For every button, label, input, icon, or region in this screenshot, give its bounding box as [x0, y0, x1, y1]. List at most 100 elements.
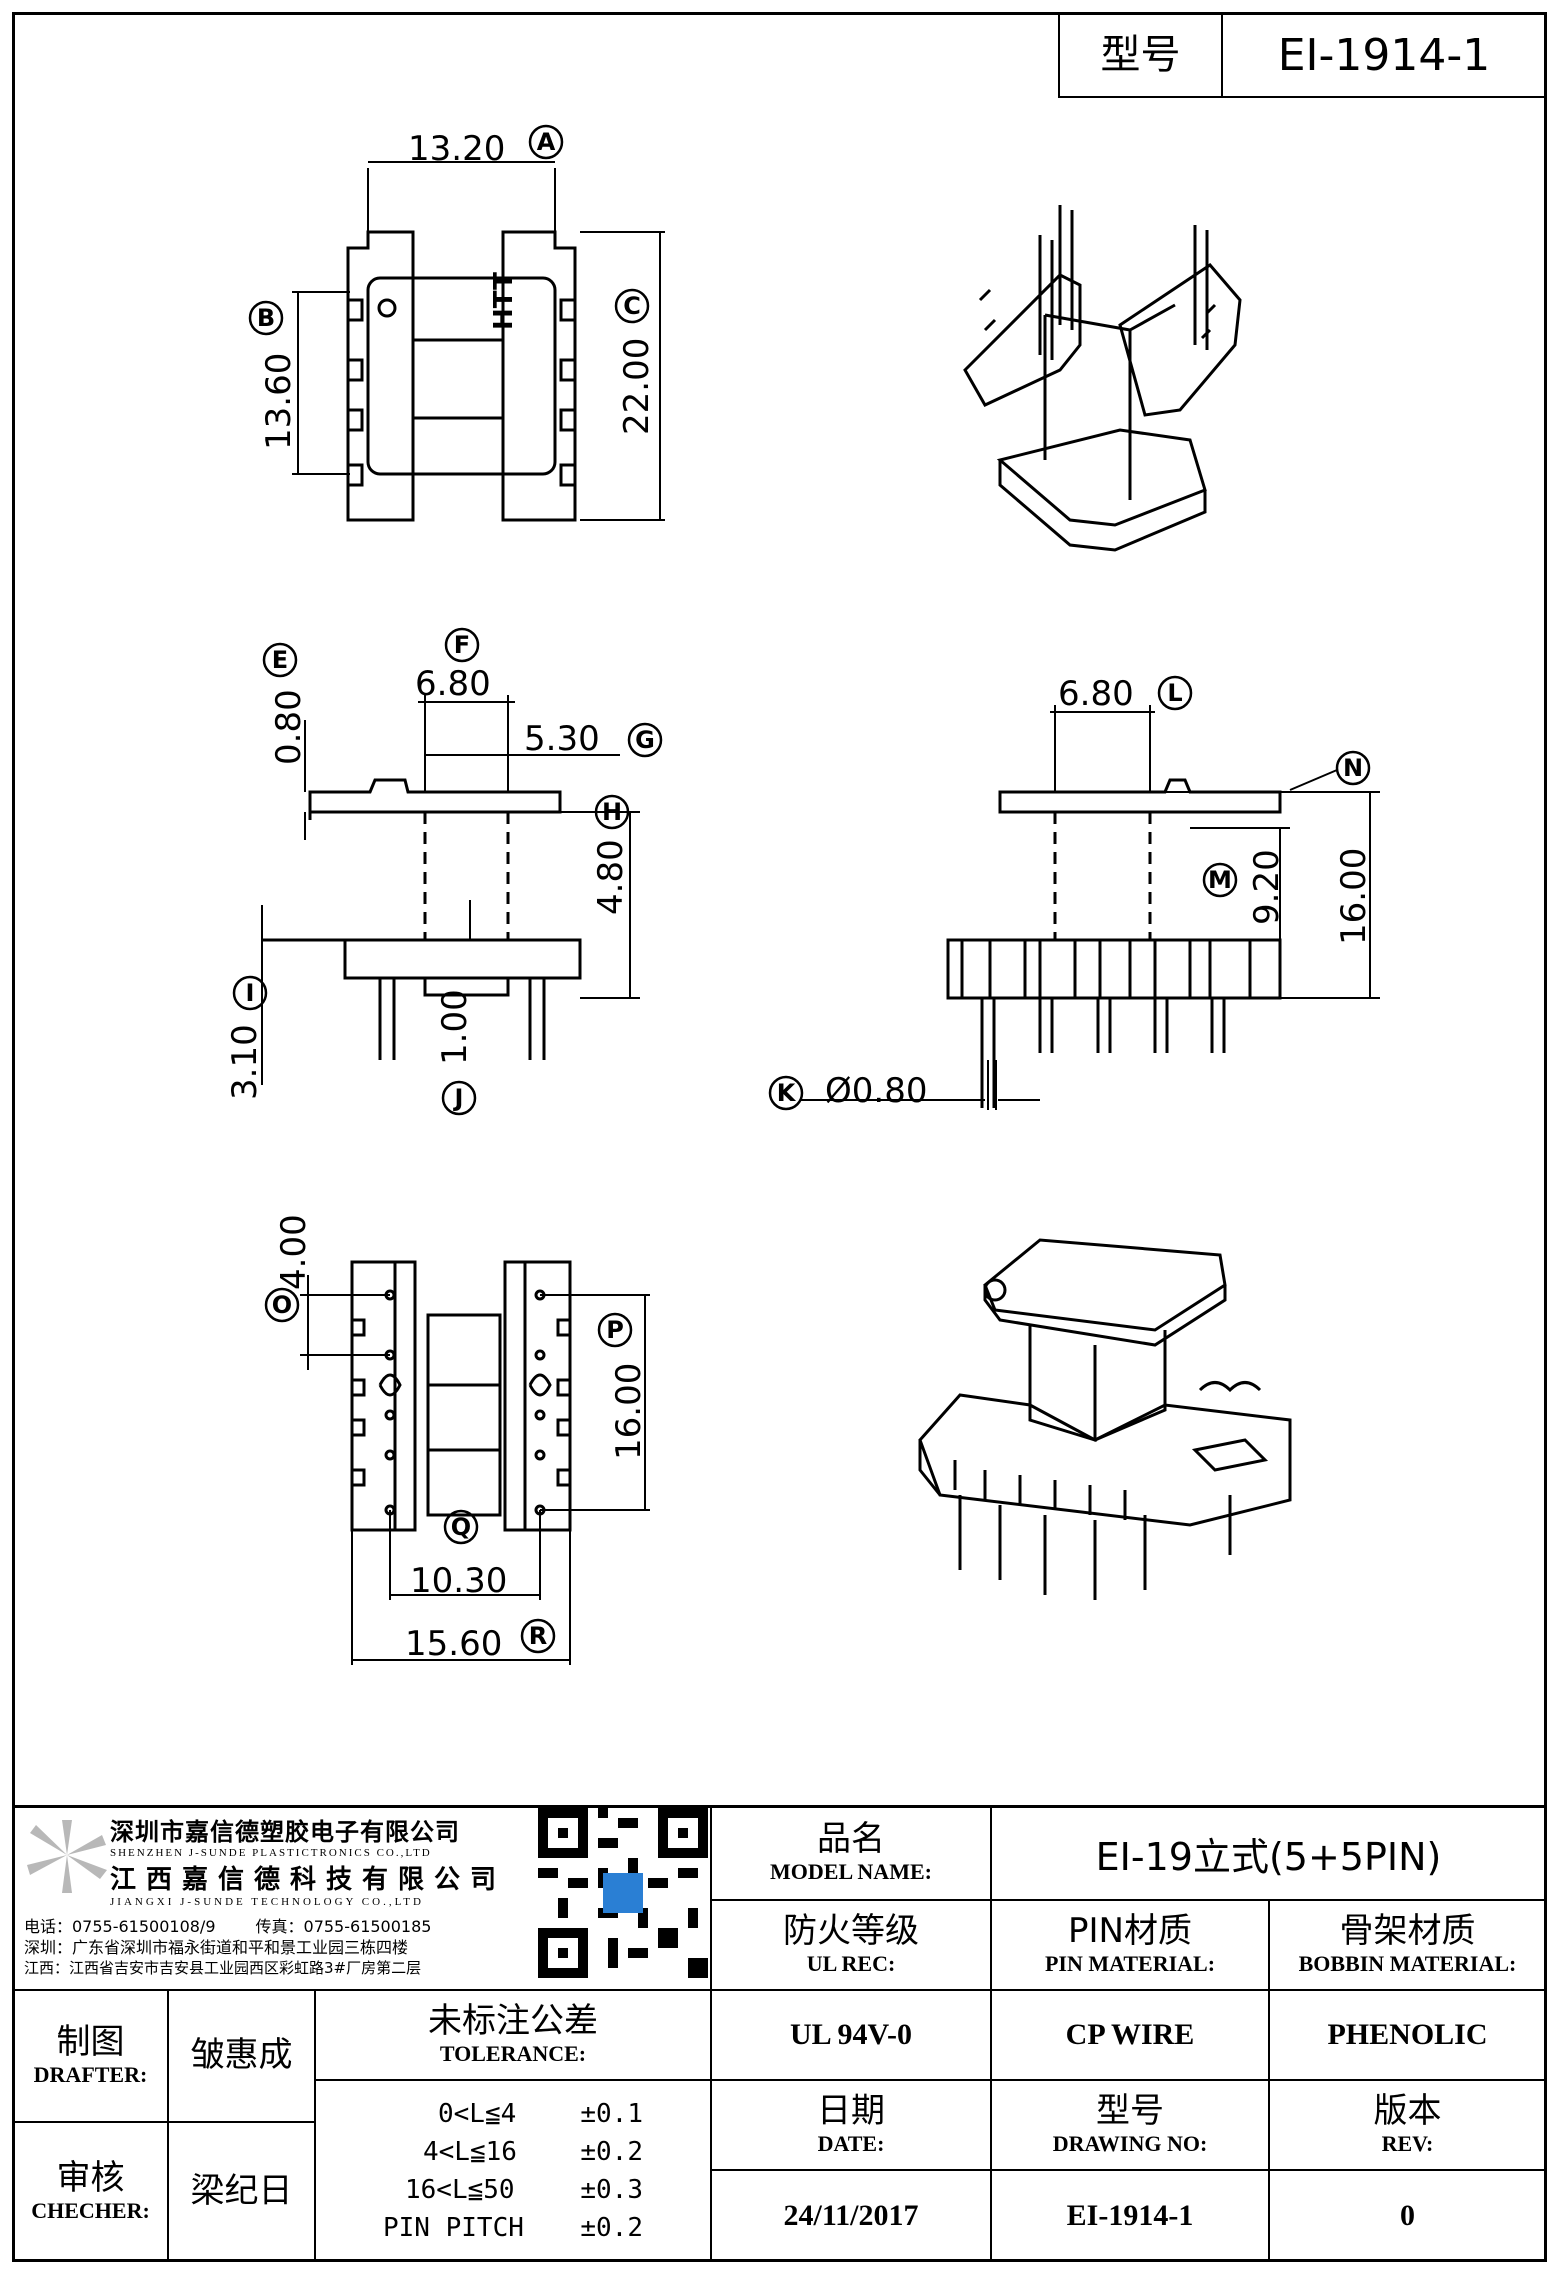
- drafter-value-cell: 皱惠成: [167, 1989, 316, 2123]
- callout-j: [441, 1080, 477, 1116]
- svg-text:Q: Q: [451, 1513, 471, 1541]
- dim-j-label: 1.00: [435, 989, 475, 1065]
- side-view: [946, 778, 1282, 1108]
- dim-p-label: 16.00: [609, 1363, 649, 1460]
- front-view: [262, 778, 582, 1060]
- dim-f-label: 6.80: [415, 664, 491, 704]
- dim-c-label: 22.00: [617, 338, 657, 435]
- header-model-value: EI-1914-1: [1277, 29, 1491, 81]
- callout-c: [614, 288, 650, 324]
- bobbin-en: BOBBIN MATERIAL:: [1298, 1951, 1517, 1977]
- company-name-en-2: JIANGXI J-SUNDE TECHNOLOGY CO.,LTD: [110, 1896, 424, 1908]
- header-model-label-cell: 型号: [1058, 12, 1223, 98]
- svg-text:A: A: [537, 128, 556, 156]
- company-block: 深圳市嘉信德塑胶电子有限公司 SHENZHEN J-SUNDE PLASTICT…: [110, 1812, 535, 1908]
- bobbin-zh: 骨架材质: [1339, 1911, 1476, 1952]
- callout-o: [264, 1287, 300, 1323]
- drafter-header: 制图 DRAFTER:: [12, 1989, 169, 2123]
- date-value-cell: 24/11/2017: [710, 2169, 992, 2262]
- dim-n-label: 16.00: [1334, 848, 1374, 945]
- callout-e: [262, 642, 298, 678]
- svg-text:E: E: [272, 646, 288, 674]
- callout-k: [768, 1075, 804, 1111]
- svg-text:C: C: [623, 292, 641, 320]
- bobbin-value-cell: PHENOLIC: [1268, 1989, 1547, 2081]
- date-value: 24/11/2017: [783, 2198, 919, 2232]
- svg-text:J: J: [453, 1084, 464, 1112]
- qr-code-image: [538, 1808, 708, 1978]
- drafter-zh: 制图: [56, 2022, 125, 2063]
- svg-text:F: F: [454, 631, 470, 659]
- callout-l: [1157, 675, 1193, 711]
- date-header: 日期 DATE:: [710, 2079, 992, 2171]
- pin-zh: PIN材质: [1068, 1911, 1192, 1952]
- svg-text:N: N: [1343, 754, 1363, 782]
- drawing-no-value: EI-1914-1: [1066, 2198, 1194, 2232]
- checker-value-cell: 梁纪日: [167, 2121, 316, 2262]
- dim-e-label: 0.80: [269, 689, 309, 765]
- company-address-sz: 深圳：广东省深圳市福永街道和平和景工业园三栋四楼: [24, 1938, 409, 1957]
- rev-value-cell: 0: [1268, 2169, 1547, 2262]
- dim-g-label: 5.30: [524, 719, 600, 759]
- svg-text:I: I: [246, 979, 255, 1007]
- htt-marking: HTT: [489, 272, 519, 330]
- pin-value-cell: CP WIRE: [990, 1989, 1270, 2081]
- model-name-en: MODEL NAME:: [770, 1859, 932, 1885]
- technical-drawing: 13.20 13.60 22.00 HTT A B C: [225, 124, 1380, 1665]
- dim-q-label: 10.30: [410, 1561, 507, 1601]
- iso-view-top: [963, 205, 1242, 552]
- svg-text:P: P: [606, 1316, 624, 1344]
- ul-en: UL REC:: [806, 1951, 896, 1977]
- dim-b-label: 13.60: [259, 353, 299, 450]
- rev-zh: 版本: [1373, 2091, 1442, 2132]
- dim-o-label: 4.00: [274, 1214, 314, 1290]
- tolerance-header: 未标注公差 TOLERANCE:: [314, 1989, 712, 2081]
- model-name-zh: 品名: [817, 1819, 885, 1860]
- dim-i-label: 3.10: [225, 1024, 265, 1100]
- header-model-value-cell: EI-1914-1: [1221, 12, 1547, 98]
- callout-i: [232, 975, 268, 1011]
- model-name-header: 品名 MODEL NAME:: [710, 1805, 992, 1901]
- svg-text:H: H: [602, 798, 622, 826]
- company-name-en-1: SHENZHEN J-SUNDE PLASTICTRONICS CO.,LTD: [110, 1847, 432, 1859]
- svg-text:B: B: [257, 304, 275, 332]
- callout-m: [1202, 862, 1238, 898]
- svg-text:O: O: [272, 1291, 292, 1319]
- tolerance-row: 0<L≦4±0.1: [438, 2098, 643, 2129]
- callout-r: [520, 1618, 556, 1654]
- dim-h-label: 4.80: [591, 839, 631, 915]
- company-name-cn-1: 深圳市嘉信德塑胶电子有限公司: [110, 1818, 460, 1846]
- callout-b: [248, 300, 284, 336]
- tolerance-row: 4<L≦16±0.2: [423, 2136, 643, 2167]
- company-logo: [27, 1820, 107, 1893]
- drafter-en: DRAFTER:: [33, 2062, 148, 2088]
- bobbin-header: 骨架材质 BOBBIN MATERIAL:: [1268, 1899, 1547, 1991]
- callout-p: [597, 1312, 633, 1348]
- tolerance-list: 0<L≦4±0.1 4<L≦16±0.2 16<L≦50±0.3 PIN PIT…: [314, 2079, 712, 2262]
- rev-value: 0: [1400, 2198, 1415, 2232]
- drawing-en: DRAWING NO:: [1052, 2131, 1208, 2157]
- tolerance-row: PIN PITCH±0.2: [383, 2212, 643, 2243]
- dim-k-label: Ø0.80: [825, 1071, 927, 1111]
- ul-value: UL 94V-0: [790, 2018, 912, 2051]
- dim-l-label: 6.80: [1058, 674, 1134, 714]
- callout-h: [594, 794, 630, 830]
- top-view: [292, 161, 665, 522]
- drawing-no-value-cell: EI-1914-1: [990, 2169, 1270, 2262]
- date-en: DATE:: [817, 2131, 885, 2157]
- rev-header: 版本 REV:: [1268, 2079, 1547, 2171]
- company-fax: 传真：0755-61500185: [255, 1917, 432, 1936]
- drawing-no-header: 型号 DRAWING NO:: [990, 2079, 1270, 2171]
- callout-f: [444, 627, 480, 663]
- dim-a-label: 13.20: [408, 129, 505, 169]
- checker-value: 梁纪日: [190, 2170, 293, 2211]
- company-address-jx: 江西：江西省吉安市吉安县工业园西区彩虹路3#厂房第二层: [24, 1959, 422, 1977]
- bobbin-value: PHENOLIC: [1327, 2018, 1488, 2051]
- callout-g: [627, 722, 663, 758]
- pin1-marker-circle: [377, 298, 397, 318]
- company-name-cn-2: 江西嘉信德科技有限公司: [110, 1865, 507, 1895]
- tolerance-zh: 未标注公差: [428, 2001, 598, 2042]
- dim-r-label: 15.60: [405, 1624, 502, 1664]
- model-name-value-cell: EI-19立式(5+5PIN): [990, 1805, 1547, 1901]
- callout-q: [443, 1509, 479, 1545]
